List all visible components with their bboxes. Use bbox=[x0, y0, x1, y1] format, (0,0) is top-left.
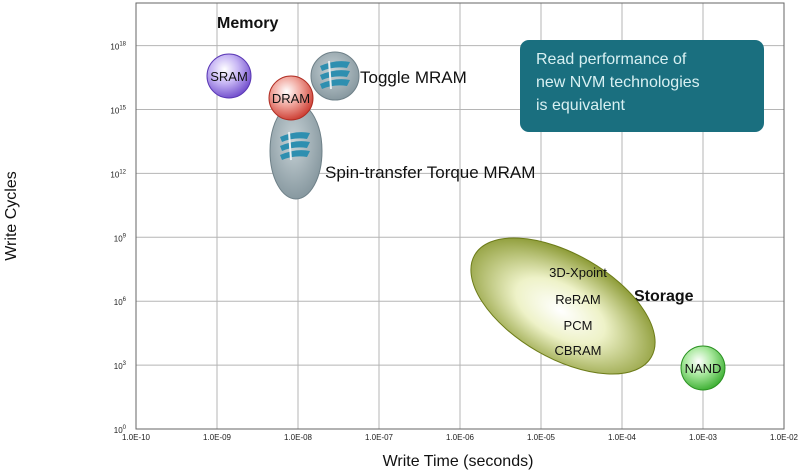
x-tick-label: 1.0E-03 bbox=[689, 433, 718, 442]
dram-label: DRAM bbox=[272, 91, 310, 106]
y-tick-label: 109 bbox=[114, 233, 127, 243]
y-tick-label: 1012 bbox=[110, 169, 126, 179]
nand-point: NAND bbox=[680, 345, 726, 391]
storage-group-label: Storage bbox=[634, 288, 694, 305]
x-axis-ticks: 1.0E-10 1.0E-09 1.0E-08 1.0E-07 1.0E-06 1.0E-… bbox=[122, 433, 799, 442]
callout-line-3: is equivalent bbox=[536, 97, 626, 114]
memory-group-label: Memory bbox=[217, 15, 278, 32]
x-axis-title: Write Time (seconds) bbox=[383, 453, 534, 470]
y-tick-label: 100 bbox=[114, 425, 127, 435]
y-tick-label: 106 bbox=[114, 297, 127, 307]
sram-label: SRAM bbox=[210, 69, 248, 84]
stt-mram-label: Spin-transfer Torque MRAM bbox=[325, 163, 535, 182]
callout-line-1: Read performance of bbox=[536, 51, 687, 68]
nand-bubble bbox=[680, 345, 726, 391]
y-axis-ticks: 1018 1015 1012 109 106 103 100 bbox=[110, 42, 126, 435]
storage-item-3dxpoint: 3D-Xpoint bbox=[549, 265, 607, 280]
x-tick-label: 1.0E-07 bbox=[365, 433, 394, 442]
y-tick-label: 103 bbox=[114, 361, 127, 371]
dram-bubble bbox=[268, 75, 314, 121]
callout-background bbox=[520, 40, 764, 132]
storage-cluster-ellipse bbox=[470, 237, 656, 375]
plot-frame bbox=[135, 2, 785, 430]
mram-logo-icon bbox=[320, 60, 350, 90]
x-tick-label: 1.0E-04 bbox=[608, 433, 637, 442]
x-tick-label: 1.0E-06 bbox=[446, 433, 475, 442]
x-tick-label: 1.0E-09 bbox=[203, 433, 232, 442]
storage-item-cbram: CBRAM bbox=[555, 343, 602, 358]
y-axis-title: Write Cycles bbox=[3, 171, 20, 261]
mram-logo-icon bbox=[280, 131, 310, 161]
sram-bubble bbox=[206, 53, 252, 99]
sram-point: SRAM bbox=[206, 53, 252, 99]
callout-line-2: new NVM technologies bbox=[536, 74, 700, 91]
dram-point: DRAM bbox=[268, 75, 314, 121]
storage-item-reram: ReRAM bbox=[555, 292, 601, 307]
x-tick-label: 1.0E-02 bbox=[770, 433, 799, 442]
toggle-mram-label: Toggle MRAM bbox=[360, 68, 467, 87]
x-tick-label: 1.0E-05 bbox=[527, 433, 556, 442]
stt-mram-point: Spin-transfer Torque MRAM bbox=[269, 102, 535, 200]
y-tick-label: 1018 bbox=[110, 42, 126, 52]
toggle-mram-point: Toggle MRAM bbox=[310, 51, 467, 101]
callout-box: Read performance of new NVM technologies… bbox=[520, 40, 764, 132]
storage-cluster: 3D-Xpoint ReRAM PCM CBRAM bbox=[470, 237, 656, 375]
x-tick-label: 1.0E-10 bbox=[122, 433, 151, 442]
y-tick-label: 1015 bbox=[110, 106, 126, 116]
x-tick-label: 1.0E-08 bbox=[284, 433, 313, 442]
storage-item-pcm: PCM bbox=[564, 318, 593, 333]
nand-label: NAND bbox=[685, 361, 722, 376]
